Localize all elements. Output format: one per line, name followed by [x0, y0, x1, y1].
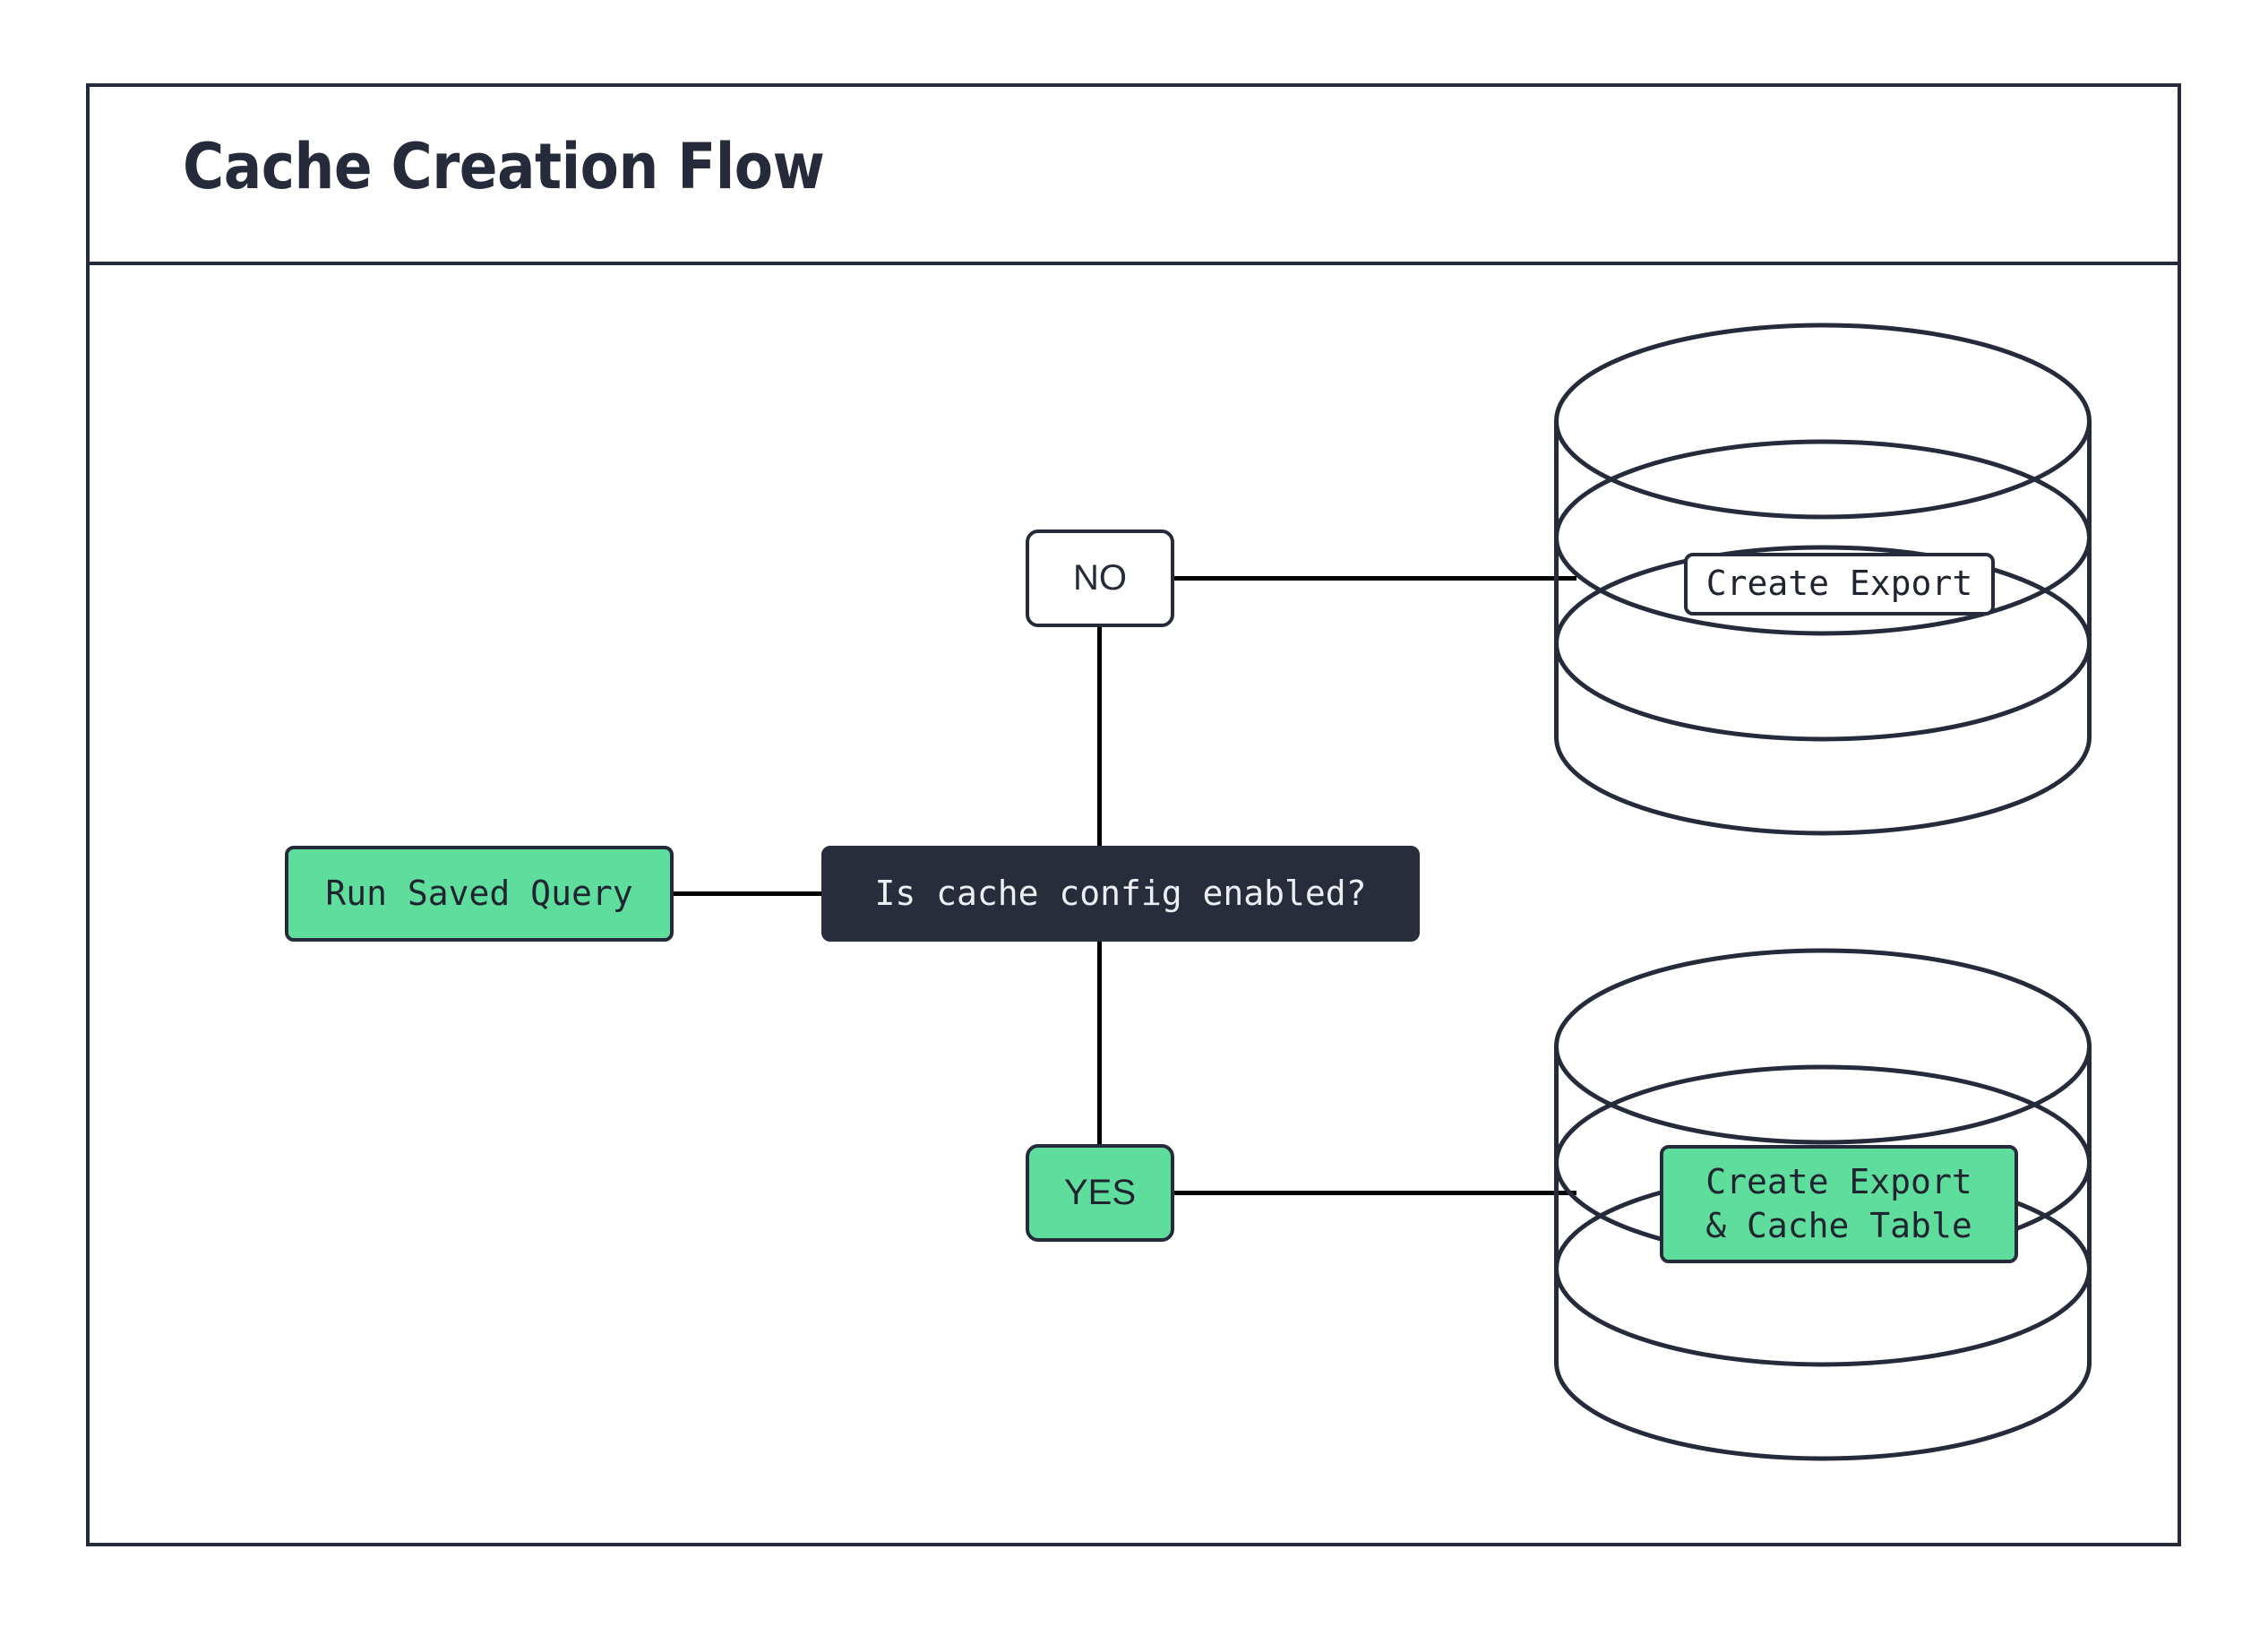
- branch-label-no[interactable]: NO: [1026, 529, 1174, 627]
- node-run-saved-query[interactable]: Run Saved Query: [285, 846, 674, 942]
- node-is-cache-config-enabled[interactable]: Is cache config enabled?: [821, 846, 1420, 942]
- database-label-create-export[interactable]: Create Export: [1684, 553, 1995, 616]
- diagram-header: Cache Creation Flow: [90, 87, 2178, 265]
- page-title: Cache Creation Flow: [183, 130, 825, 203]
- database-cylinder-export: [1554, 323, 2092, 836]
- branch-label-yes[interactable]: YES: [1026, 1144, 1174, 1242]
- database-label-create-export-cache[interactable]: Create Export & Cache Table: [1660, 1145, 2018, 1263]
